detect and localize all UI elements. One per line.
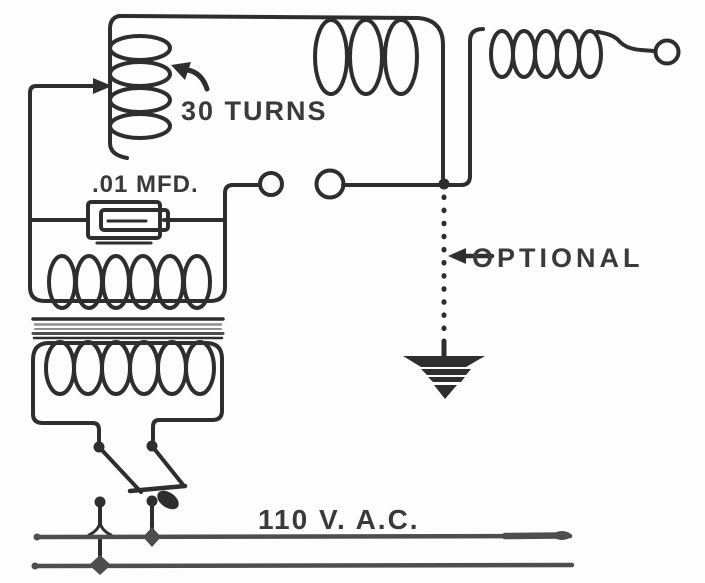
aerial-branch xyxy=(341,27,681,190)
annotation-arrow-shaft xyxy=(185,67,210,92)
ac-line-1 xyxy=(33,533,573,540)
line-start-dot xyxy=(33,533,41,541)
coil-loop xyxy=(555,29,581,79)
optional-arrowhead-icon xyxy=(448,248,466,264)
hv-coil-branch xyxy=(117,14,445,180)
top-wire xyxy=(117,14,445,180)
capacitor-label: .01 MFD. xyxy=(92,171,199,198)
switch-contact-dot xyxy=(94,496,106,508)
coil-loop xyxy=(108,60,172,88)
coil-loop xyxy=(182,254,212,310)
line-start-dot xyxy=(31,562,39,570)
spark-ball-right xyxy=(314,168,346,200)
optional-label: OPTIONAL xyxy=(472,243,644,273)
spark-gap xyxy=(230,168,346,200)
tap-feed-bus xyxy=(28,78,112,289)
coil-loop xyxy=(156,340,188,396)
capacitor: .01 MFD. xyxy=(28,171,227,245)
coil-loop xyxy=(533,29,559,79)
coil-loop xyxy=(577,29,603,79)
winding-lead-left xyxy=(31,358,101,444)
transformer-upper-winding xyxy=(28,254,227,310)
tapped-coil xyxy=(108,14,172,160)
tap-arrowhead-icon xyxy=(93,78,112,94)
capacitor-body-outer xyxy=(86,200,162,240)
coil-loop xyxy=(108,34,172,62)
optional-ground-branch: OPTIONAL xyxy=(403,194,644,399)
connection-diamond xyxy=(143,527,161,547)
ground-bar xyxy=(428,377,465,382)
ac-line-2 xyxy=(31,562,575,569)
wire-hop-leg xyxy=(98,520,113,537)
ac-supply: 110 V. A.C. xyxy=(31,504,575,575)
coil-loop xyxy=(44,340,76,396)
coil-loop xyxy=(72,340,104,396)
switch-handle-knob xyxy=(157,490,179,510)
ac-line-end-blob xyxy=(553,531,571,540)
coil-loop xyxy=(313,18,349,96)
coil-loop xyxy=(489,29,515,79)
capacitor-body-inner xyxy=(99,208,170,232)
coil-loop xyxy=(348,18,384,96)
transformer-lower-winding xyxy=(31,340,224,444)
coil-loop xyxy=(383,18,419,96)
knife-switch xyxy=(93,440,188,510)
turns-label: 30 TURNS xyxy=(181,96,328,126)
coil-loop xyxy=(108,86,172,114)
terminal-ball xyxy=(653,38,681,66)
ground-tip-icon xyxy=(434,385,457,399)
aerial-riser-wire xyxy=(341,27,485,187)
switch-contact-dot xyxy=(146,495,158,507)
annotation-arrowhead-icon xyxy=(171,62,191,80)
tap-feed-wire xyxy=(28,84,96,289)
junction-dot xyxy=(438,178,450,190)
transformer-core xyxy=(31,317,225,340)
ac-line-1-heavy-end xyxy=(501,532,564,540)
connection-diamond xyxy=(89,555,111,575)
turns-annotation: 30 TURNS xyxy=(171,62,328,126)
wire-hop-leg xyxy=(87,520,102,537)
coil-loop xyxy=(184,340,216,396)
coil-loop xyxy=(128,340,160,396)
switch-crossbar xyxy=(127,483,188,494)
winding-bracket xyxy=(28,285,227,303)
spark-ball-left xyxy=(258,171,284,197)
coil-loop xyxy=(108,112,172,140)
winding-bracket xyxy=(31,341,224,362)
switch-blade xyxy=(150,444,186,488)
coil-spine xyxy=(108,14,129,160)
ground-bar xyxy=(403,356,485,367)
coil-loop xyxy=(100,340,132,396)
ground-bar xyxy=(421,369,471,375)
terminal-lead-wire xyxy=(595,30,656,53)
right-bus-wire xyxy=(223,183,235,289)
switch-blade xyxy=(97,445,143,494)
supply-label: 110 V. A.C. xyxy=(258,504,420,535)
coil-loop xyxy=(511,29,537,79)
winding-lead-right xyxy=(151,357,224,442)
